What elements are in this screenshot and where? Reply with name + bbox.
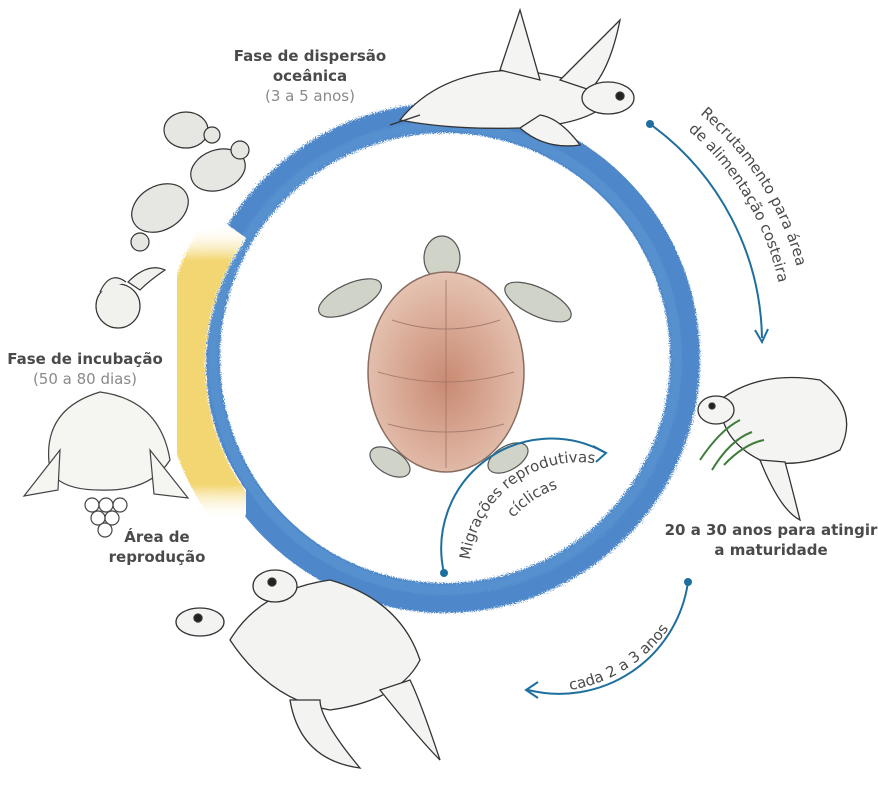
incubation-phase-label: Fase de incubação (50 a 80 dias) (0, 349, 170, 389)
every-years-label: cada 2 a 3 anos (567, 620, 672, 694)
adult-turtle-icon (698, 378, 847, 521)
incubation-title: Fase de incubação (0, 349, 170, 369)
dispersal-phase-label: Fase de dispersão oceânica (3 a 5 anos) (228, 46, 392, 106)
center-turtle-icon (313, 236, 576, 483)
dispersal-title: Fase de dispersão oceânica (228, 46, 392, 86)
incubation-duration: (50 a 80 dias) (0, 369, 170, 389)
nest-turtle-icon (24, 392, 188, 537)
breeding-title: Área de reprodução (102, 527, 212, 567)
maturity-label: 20 a 30 anos para atingir a maturidade (664, 520, 878, 560)
egg-hatching-icon (96, 268, 165, 328)
breeding-area-label: Área de reprodução (102, 527, 212, 567)
dispersal-duration: (3 a 5 anos) (228, 86, 392, 106)
